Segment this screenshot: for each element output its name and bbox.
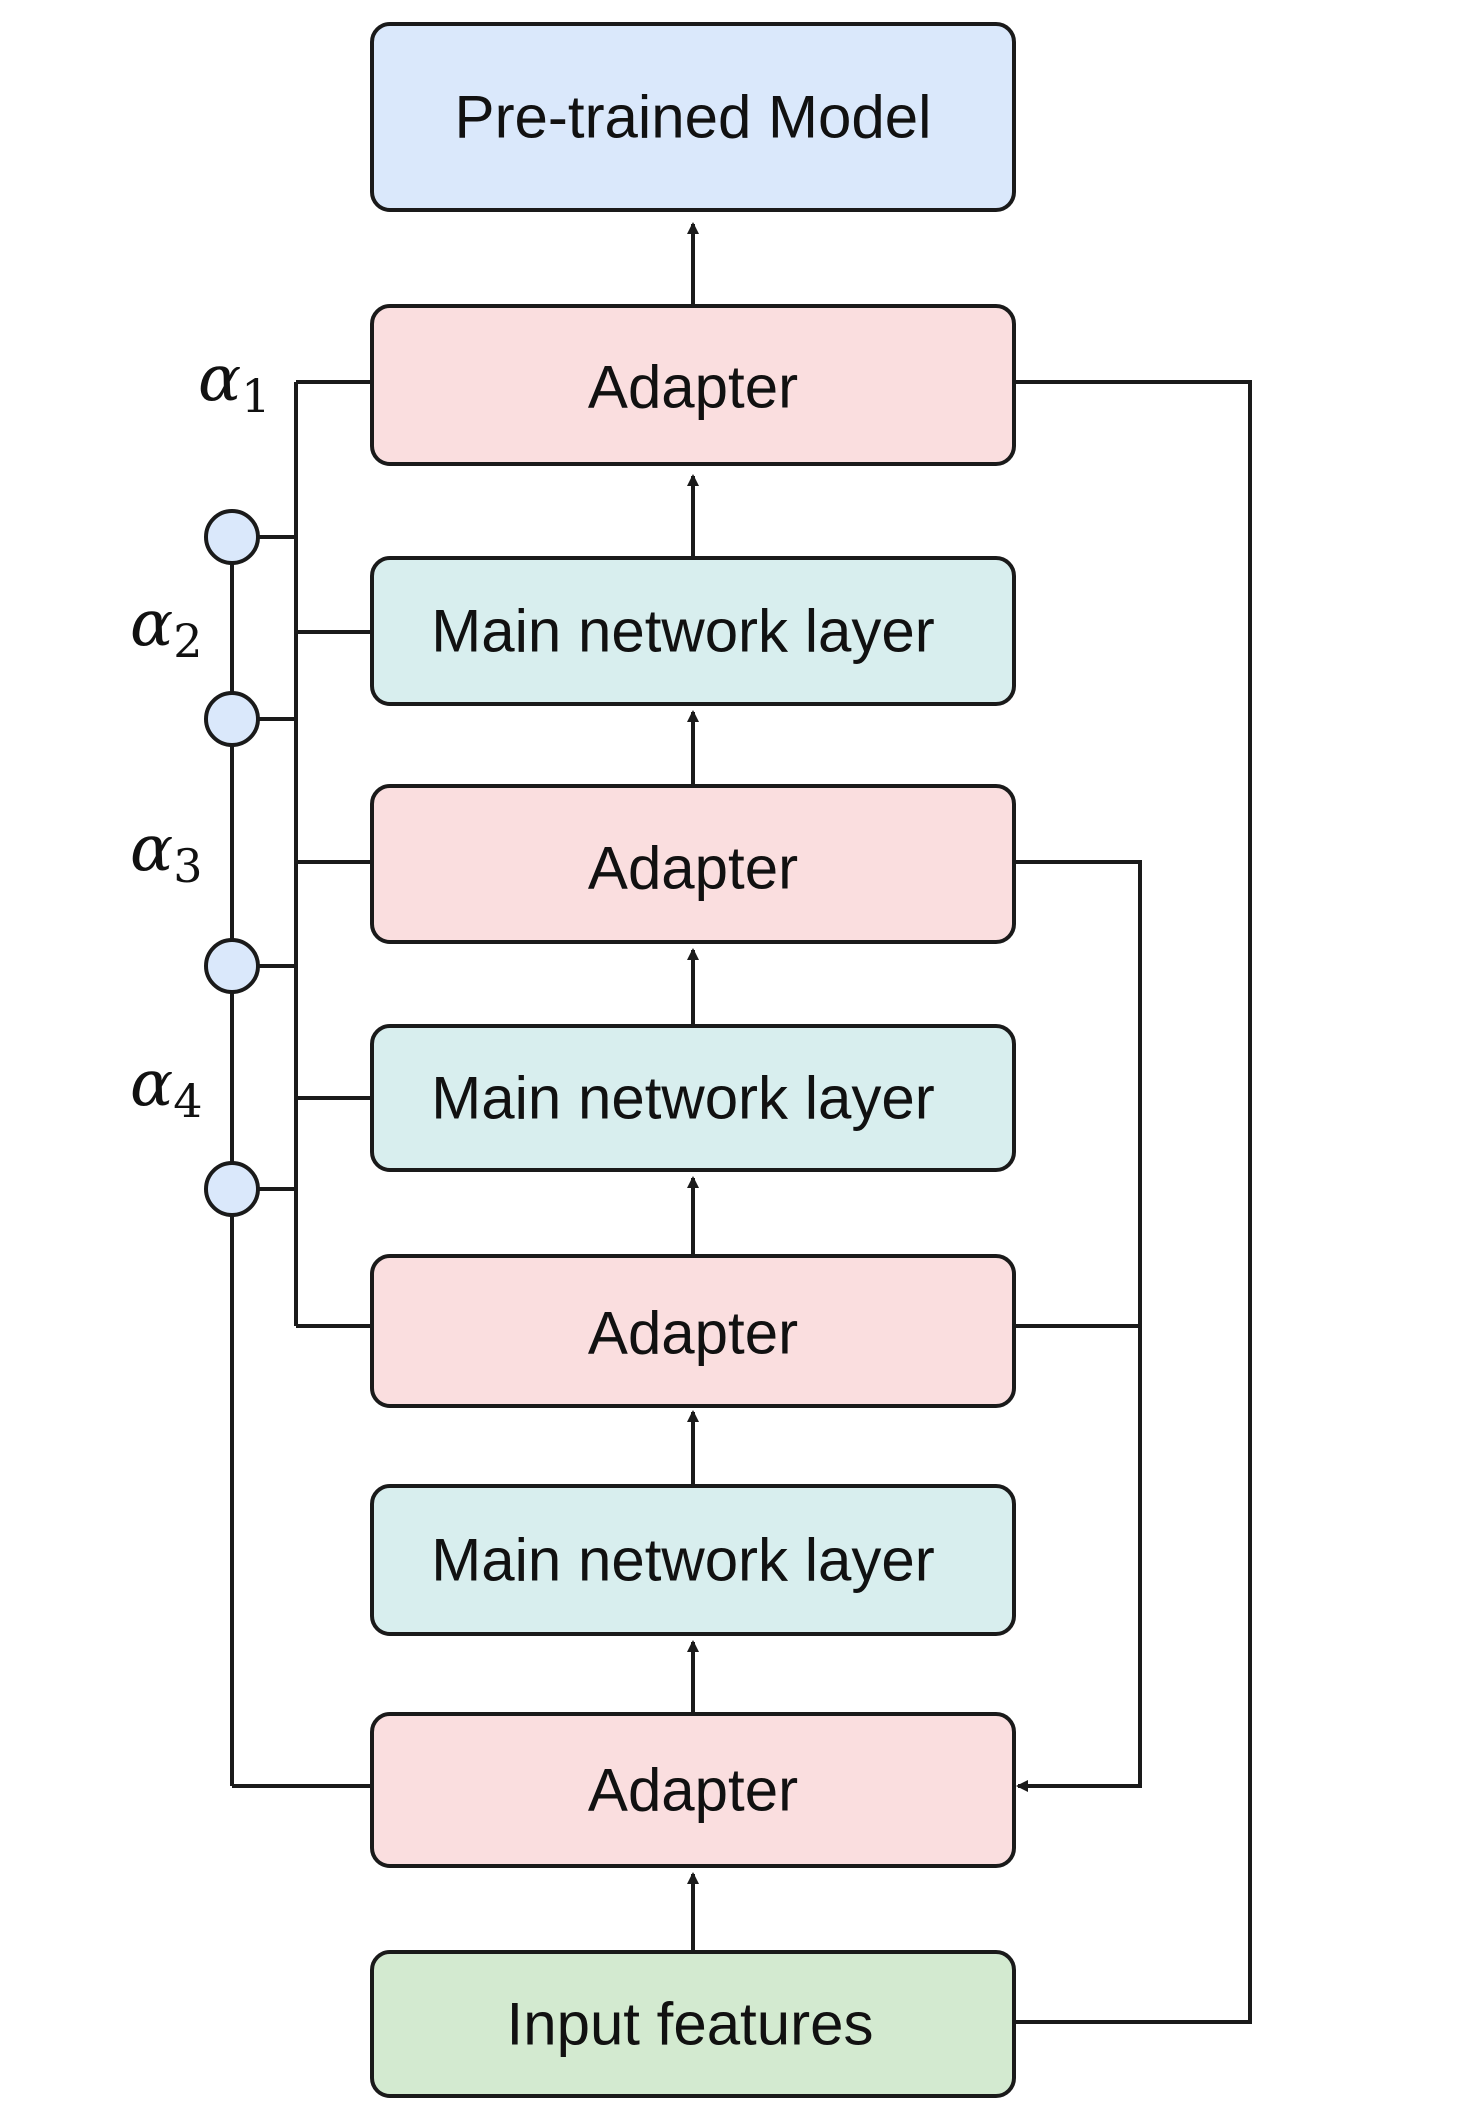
alpha-labels: α1 α2 α3 α4	[130, 342, 271, 1128]
main-network-layer-box-1: Main network layer	[370, 556, 1016, 706]
gate-node-1	[204, 509, 260, 565]
alpha-label-1: α1	[198, 342, 271, 423]
adapter-box-1: Adapter	[370, 304, 1016, 466]
adapter-label-2: Adapter	[588, 835, 798, 902]
adapter-label-4: Adapter	[588, 1757, 798, 1824]
gate-node-2	[204, 691, 260, 747]
alpha-label-3: α3	[130, 812, 203, 893]
main-network-layer-label-2: Main network layer	[431, 1065, 935, 1132]
pretrained-model-box: Pre-trained Model	[370, 22, 1016, 212]
alpha-label-4: α4	[130, 1047, 203, 1128]
input-features-label: Input features	[507, 1991, 874, 2058]
main-network-layer-label-3: Main network layer	[431, 1527, 935, 1594]
gate-node-4	[204, 1161, 260, 1217]
adapter-label-3: Adapter	[588, 1300, 798, 1367]
adapter-label-1: Adapter	[588, 354, 798, 421]
adapter-box-3: Adapter	[370, 1254, 1016, 1408]
pretrained-model-label: Pre-trained Model	[455, 84, 932, 151]
layer-stack: Pre-trained Model Adapter Main network l…	[370, 22, 1016, 2098]
skip-connections	[1014, 380, 1252, 2024]
skip-input-to-adapter1	[1014, 380, 1252, 2024]
adapter-box-4: Adapter	[370, 1712, 1016, 1868]
gate-node-3	[204, 938, 260, 994]
input-features-box: Input features	[370, 1950, 1016, 2098]
main-network-layer-box-3: Main network layer	[370, 1484, 1016, 1636]
adapter-box-2: Adapter	[370, 784, 1016, 944]
main-network-layer-label-1: Main network layer	[431, 598, 935, 665]
main-network-layer-box-2: Main network layer	[370, 1024, 1016, 1172]
alpha-label-2: α2	[130, 587, 203, 668]
gating-bus	[204, 380, 372, 1788]
